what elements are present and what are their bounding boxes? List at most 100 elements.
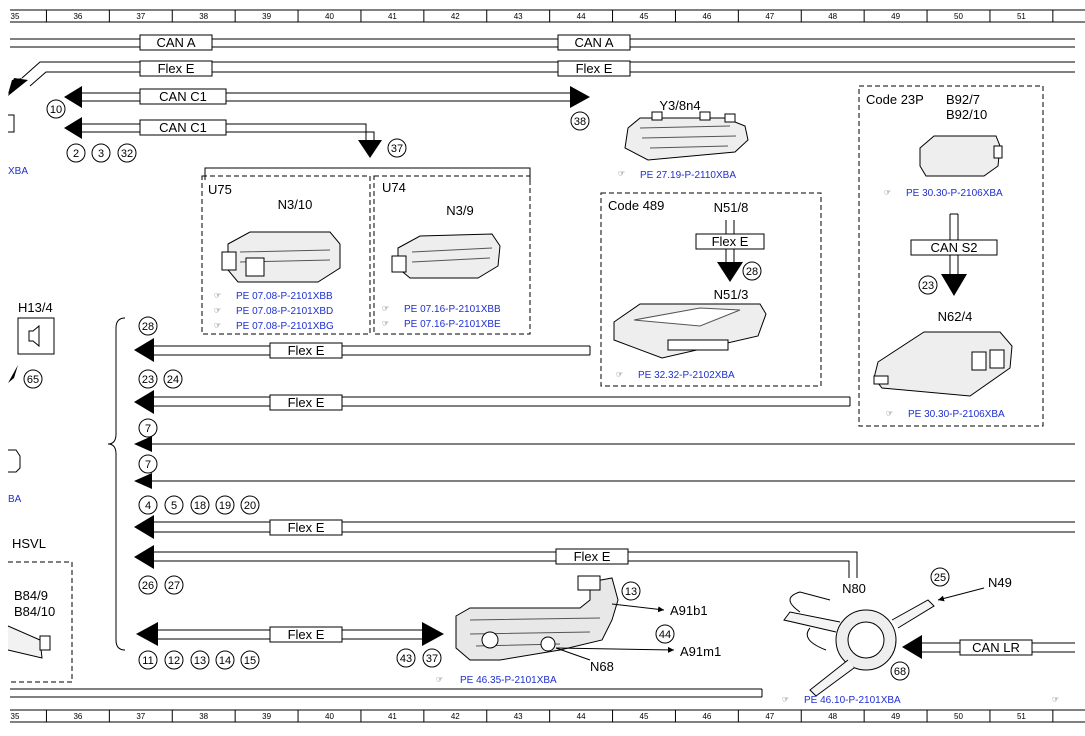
can-lr-label: CAN LR <box>972 640 1020 655</box>
ruler-label: 48 <box>828 712 837 721</box>
circle-28: 28 <box>142 321 154 333</box>
a91m1-label: A91m1 <box>680 644 721 659</box>
n68-label: N68 <box>590 659 614 674</box>
ruler-label: 51 <box>1017 712 1026 721</box>
circle-4: 4 <box>145 500 151 512</box>
code-23p-label: Code 23P <box>866 92 924 107</box>
ruler-label: 43 <box>514 712 523 721</box>
b84-9-label: B84/9 <box>14 588 48 603</box>
svg-text:☞: ☞ <box>436 675 443 684</box>
ruler-label: 37 <box>136 712 145 721</box>
ruler-label: 39 <box>262 12 271 21</box>
steering-rack-icon <box>455 575 619 661</box>
b92-7-label: B92/7 <box>946 92 980 107</box>
circle-37b: 37 <box>426 653 438 665</box>
svg-text:☞: ☞ <box>382 304 389 313</box>
circle-19: 19 <box>219 500 231 512</box>
can-c1-label-1: CAN C1 <box>159 89 207 104</box>
ruler-label: 38 <box>199 712 208 721</box>
code-23p-group: Code 23P B92/7 B92/10 ☞ PE 30.30-P-2106X… <box>858 85 1044 427</box>
flex-e-row-2-label: Flex E <box>288 395 325 410</box>
n3-10-ref-3[interactable]: PE 07.08-P-2101XBG <box>236 321 334 332</box>
code-489-group: Code 489 N51/8 Flex E 28 N51/3 ☞ PE 32.3… <box>600 192 822 387</box>
ruler-label: 48 <box>828 12 837 21</box>
a91b1-label: A91b1 <box>670 603 708 618</box>
flex-e-top-label-1: Flex E <box>158 61 195 76</box>
ruler-label: 46 <box>702 12 711 21</box>
b92-10-label: B92/10 <box>946 107 987 122</box>
svg-text:☞: ☞ <box>214 291 221 300</box>
circle-12: 12 <box>168 655 180 667</box>
flex-e-row-2: Flex E 23 24 <box>134 369 851 414</box>
ruler-label: 44 <box>577 712 586 721</box>
lamp-fragment-icon <box>8 449 21 473</box>
svg-text:☞: ☞ <box>886 409 893 418</box>
sensor-b92-icon <box>919 135 1003 177</box>
n3-10-ref-1[interactable]: PE 07.08-P-2101XBB <box>236 291 333 302</box>
n3-9-ref-1[interactable]: PE 07.16-P-2101XBB <box>404 304 501 315</box>
ruler-label: 45 <box>640 712 649 721</box>
ruler-label: 36 <box>73 12 82 21</box>
component-steering-rack: 13 A91b1 44 A91m1 N68 ☞ PE 46.35-P-2101X… <box>436 575 721 686</box>
y3-ref-icon: ☞ <box>618 169 625 178</box>
n51-3-ref[interactable]: PE 32.32-P-2102XBA <box>638 370 735 381</box>
n51-8-label: N51/8 <box>714 200 749 215</box>
circle-38: 38 <box>574 116 586 128</box>
circle-68: 68 <box>894 666 906 678</box>
line-7b: 7 <box>134 454 1075 489</box>
u75-label: U75 <box>208 182 232 197</box>
circle-18: 18 <box>194 500 206 512</box>
svg-text:☞: ☞ <box>884 188 891 197</box>
flex-e-bottom-label: Flex E <box>288 627 325 642</box>
ruler-label: 44 <box>577 12 586 21</box>
svg-text:☞: ☞ <box>214 306 221 315</box>
ruler-label: 42 <box>451 12 460 21</box>
ruler-label: 40 <box>325 12 334 21</box>
n62-4-label: N62/4 <box>938 309 973 324</box>
circle-27: 27 <box>168 580 180 592</box>
circle-32: 32 <box>121 148 133 160</box>
y3-8n4-label: Y3/8n4 <box>659 98 700 113</box>
ruler-label: 46 <box>702 712 711 721</box>
can-a-bus: CAN A CAN A <box>10 34 1075 51</box>
circle-10: 10 <box>50 104 62 116</box>
circle-24: 24 <box>167 374 179 386</box>
flex-e-bottom: Flex E 11 12 13 14 15 43 37 <box>136 622 444 670</box>
circle-25: 25 <box>934 572 946 584</box>
circle-13b: 13 <box>194 655 206 667</box>
ecu-n3-9-icon <box>391 233 501 279</box>
n3-9-ref-2[interactable]: PE 07.16-P-2101XBE <box>404 319 501 330</box>
n80-ref[interactable]: PE 46.10-P-2101XBA <box>804 695 901 706</box>
n51-3-label: N51/3 <box>714 287 749 302</box>
n62-4-ref[interactable]: PE 30.30-P-2106XBA <box>908 409 1005 420</box>
a91-ref[interactable]: PE 46.35-P-2101XBA <box>460 675 557 686</box>
ruler-label: 39 <box>262 712 271 721</box>
sensor-fragment-icon <box>7 625 43 659</box>
ruler-label: 37 <box>136 12 145 21</box>
ruler-label: 50 <box>954 712 963 721</box>
flex-e-row-4: Flex E 26 27 N80 <box>134 545 866 596</box>
circle-65: 65 <box>27 374 39 386</box>
b92-ref[interactable]: PE 30.30-P-2106XBA <box>906 188 1003 199</box>
can-a-label-2: CAN A <box>574 35 613 50</box>
flex-e-row-3: Flex E 4 5 18 19 20 <box>134 495 1075 539</box>
ruler-label: 38 <box>199 12 208 21</box>
y3-ref[interactable]: PE 27.19-P-2110XBA <box>640 170 736 181</box>
circle-37: 37 <box>391 143 403 155</box>
code-489-label: Code 489 <box>608 198 664 213</box>
u74-label: U74 <box>382 180 406 195</box>
ruler-label: 49 <box>891 12 900 21</box>
ruler-label: 41 <box>388 712 397 721</box>
n3-10-ref-2[interactable]: PE 07.08-P-2101XBD <box>236 306 333 317</box>
circle-5: 5 <box>171 500 177 512</box>
ecu-n3-10-icon <box>221 231 341 283</box>
flex-e-n51-label: Flex E <box>712 234 749 249</box>
steering-column-switch-icon <box>783 591 935 697</box>
n80-label: N80 <box>842 581 866 596</box>
circle-14: 14 <box>219 655 231 667</box>
svg-text:☞: ☞ <box>214 321 221 330</box>
circle-20: 20 <box>244 500 256 512</box>
bracket <box>107 317 126 651</box>
